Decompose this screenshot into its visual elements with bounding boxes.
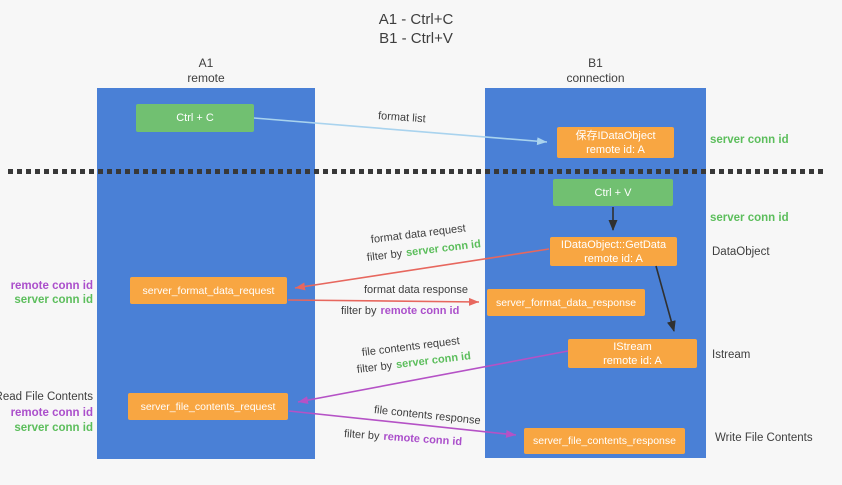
node-save-idataobject-line1: 保存IDataObject xyxy=(575,129,656,142)
node-server-file-contents-request: server_file_contents_request xyxy=(128,393,288,420)
column-b1-header: B1 connection xyxy=(485,56,706,86)
node-idataobject-getdata-line2: remote id: A xyxy=(584,252,643,265)
node-istream-line2: remote id: A xyxy=(603,354,662,367)
edge-label-format-data-response: format data response xyxy=(364,284,468,296)
side-label-remote-conn-id-top-left: remote conn id xyxy=(10,280,93,292)
node-idataobject-getdata: IDataObject::GetData remote id: A xyxy=(550,237,677,266)
column-b1-subtitle: connection xyxy=(566,71,625,85)
node-server-file-contents-response: server_file_contents_response xyxy=(524,428,685,454)
column-b1-title: B1 xyxy=(588,56,603,70)
side-label-server-conn-id-top-right: server conn id xyxy=(710,134,789,146)
node-save-idataobject: 保存IDataObject remote id: A xyxy=(557,127,674,158)
side-label-server-conn-id-bottom-left: server conn id xyxy=(14,422,93,434)
side-label-istream: Istream xyxy=(712,349,751,361)
side-label-server-conn-id-top-left: server conn id xyxy=(14,294,93,306)
node-ctrl-v: Ctrl + V xyxy=(553,179,673,206)
node-istream: IStream remote id: A xyxy=(568,339,697,368)
column-a1-header: A1 remote xyxy=(97,56,315,86)
node-server-file-contents-response-label: server_file_contents_response xyxy=(532,435,676,447)
side-label-remote-conn-id-bottom-left: remote conn id xyxy=(10,407,93,419)
filter-key-remote-conn-id: remote conn id xyxy=(382,430,463,449)
diagram-title: A1 - Ctrl+C B1 - Ctrl+V xyxy=(0,10,832,48)
node-server-format-data-response-label: server_format_data_response xyxy=(495,296,637,309)
edge-label-file-contents-response: file contents response xyxy=(373,404,482,428)
filter-prefix: filter by xyxy=(366,247,403,264)
title-line-2: B1 - Ctrl+V xyxy=(379,30,453,47)
title-line-1: A1 - Ctrl+C xyxy=(378,11,454,28)
node-idataobject-getdata-line1: IDataObject::GetData xyxy=(560,238,667,251)
side-label-server-conn-id-mid-right: server conn id xyxy=(710,212,789,224)
side-label-dataobject: DataObject xyxy=(712,246,770,258)
node-server-format-data-request: server_format_data_request xyxy=(130,277,287,304)
section-separator-dotted-line xyxy=(8,169,826,174)
filter-key-remote-conn-id: remote conn id xyxy=(380,305,460,317)
filter-prefix: filter by xyxy=(356,359,393,376)
arrow-format-data-response xyxy=(287,297,480,306)
node-server-format-data-response: server_format_data_response xyxy=(487,289,645,316)
node-istream-line1: IStream xyxy=(613,340,652,353)
node-save-idataobject-line2: remote id: A xyxy=(586,143,645,156)
node-ctrl-c-label: Ctrl + C xyxy=(176,112,214,124)
filter-prefix: filter by xyxy=(341,305,377,317)
side-label-read-file-contents: Read File Contents xyxy=(0,391,93,403)
column-a1-title: A1 xyxy=(198,56,214,70)
node-ctrl-c: Ctrl + C xyxy=(136,104,254,132)
edge-label-format-list: format list xyxy=(377,110,427,126)
node-server-format-data-request-label: server_format_data_request xyxy=(142,284,275,297)
node-ctrl-v-label: Ctrl + V xyxy=(594,186,632,199)
node-server-file-contents-request-label: server_file_contents_request xyxy=(140,400,276,413)
side-label-write-file-contents: Write File Contents xyxy=(715,432,813,444)
filter-prefix: filter by xyxy=(343,428,380,443)
column-a1-subtitle: remote xyxy=(187,71,225,85)
